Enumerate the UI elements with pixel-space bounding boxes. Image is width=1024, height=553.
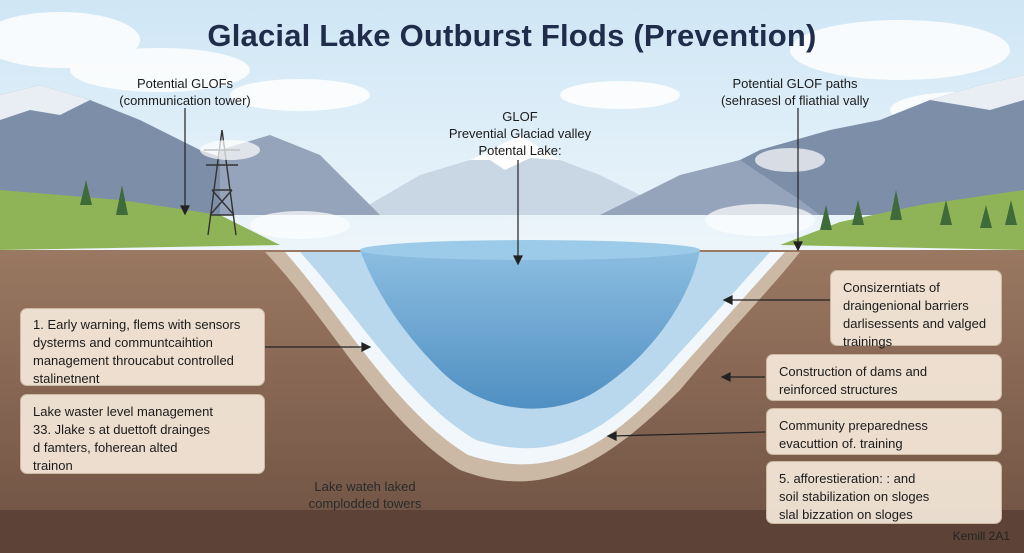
box-line: 1. Early warning, flems with sensors [33,317,241,332]
credit-text: Kemill 2A1 [952,529,1010,543]
measure-box-barriers: Consizerntiats of draingenional barriers… [830,270,1002,349]
center-label-line1: GLOF [502,109,538,124]
distant-peaks [360,135,690,215]
right-mid-mountain [600,160,820,215]
box-line: evacuttion of. training [779,436,903,451]
box-line: Lake waster level management [33,404,213,419]
lake-surface [360,240,700,260]
box-line: Construction of dams and [779,364,928,379]
left-snow [0,85,90,120]
paths-label-line2: (sehrasesl of fliathial vally [720,93,870,108]
bottom-label: Lake wateh laked complodded towers [280,478,450,512]
center-label-line3: Potental Lake: [478,143,562,158]
center-label: GLOF Prevential Glaciad valley Potental … [430,108,610,159]
box-line: trainon [33,458,73,473]
tower-label: Potential GLOFs (communication tower) [90,75,280,109]
box-line: management throucabut controlled [33,353,234,368]
tower-label-line1: Potential GLOFs [136,76,234,91]
box-line: trainings [843,334,893,349]
page-title: Glacial Lake Outburst Flods (Prevention) [207,18,817,53]
distant-snow [470,135,560,170]
measure-box-lake-level: Lake waster level management 33. Jlake s… [20,394,265,474]
box-line: soil stabilization on sloges [779,489,930,504]
box-line: Consizerntiats of [843,280,940,295]
box-line: darlisessents and valged [843,316,987,331]
box-line: Community preparedness [779,418,928,433]
right-snow [930,75,1024,110]
paths-label: Potential GLOF paths (sehrasesl of fliat… [690,75,900,109]
tower-label-line2: (communication tower) [119,93,251,108]
box-line: d famters, foherean alted [33,440,178,455]
trees [80,180,1017,230]
glacial-lake [360,242,700,409]
box-line: 5. afforestieration: : and [779,471,916,486]
box-line: draingenional barriers [843,298,969,313]
box-line: stalinetnent [33,371,100,386]
bottom-label-line2: complodded towers [308,496,422,511]
bottom-label-line1: Lake wateh laked [314,479,416,494]
box-line: dysterms and communtcaihtion [33,335,213,350]
center-label-line2: Prevential Glaciad valley [448,126,592,141]
left-grass [0,190,280,250]
box-line: slal bizzation on sloges [779,507,913,522]
paths-label-line1: Potential GLOF paths [732,76,858,91]
box-line: reinforced structures [779,382,898,397]
left-mid-mountain [220,135,380,215]
box-line: 33. Jlake s at duettoft drainges [33,422,211,437]
measure-box-community: Community preparedness evacuttion of. tr… [766,408,1002,455]
pointer-lines [180,108,830,441]
measure-box-afforestation: 5. afforestieration: : and soil stabiliz… [766,461,1002,524]
measure-box-dams: Construction of dams and reinforced stru… [766,354,1002,401]
measure-box-early-warning: 1. Early warning, flems with sensors dys… [20,308,265,386]
mist [200,140,825,239]
